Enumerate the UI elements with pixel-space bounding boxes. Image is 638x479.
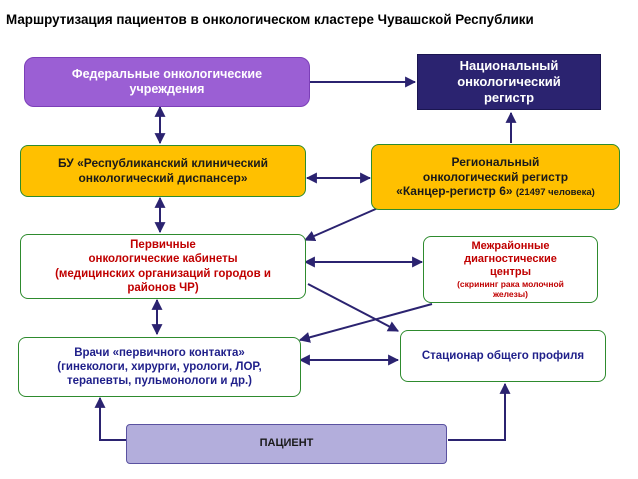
node-regional-line: онкологический регистр bbox=[422, 169, 569, 184]
node-national-line: Национальный bbox=[459, 58, 559, 74]
node-primary-line: Первичные bbox=[130, 239, 196, 252]
node-doctors-line: (гинекологи, хирурги, урологи, ЛОР, bbox=[57, 360, 262, 373]
node-interdistrict-note: железы) bbox=[493, 288, 528, 299]
diagram-title: Маршрутизация пациентов в онкологическом… bbox=[6, 12, 534, 27]
node-primary-line: районов ЧР) bbox=[127, 281, 199, 294]
node-national: Национальный онкологический регистр bbox=[417, 54, 601, 110]
node-primary: Первичные онкологические кабинеты (медиц… bbox=[20, 234, 306, 299]
node-regional-note: (21497 человека) bbox=[515, 187, 595, 199]
node-bu-line: онкологический диспансер» bbox=[78, 171, 248, 185]
node-federal-line: Федеральные онкологические bbox=[71, 66, 263, 81]
arrow-interdistrict-doctors bbox=[298, 303, 433, 343]
node-interdistrict-note: (скрининг рака молочной bbox=[457, 278, 564, 289]
node-national-line: регистр bbox=[483, 89, 535, 105]
node-primary-line: онкологические кабинеты bbox=[88, 253, 238, 266]
node-bu-line: БУ «Республиканский клинический bbox=[57, 156, 269, 171]
node-federal: Федеральные онкологические учреждения bbox=[24, 57, 310, 107]
node-hospital-label: Стационар общего профиля bbox=[421, 349, 585, 362]
arrow-primary-hospital bbox=[307, 283, 399, 332]
node-federal-line: учреждения bbox=[129, 82, 205, 96]
arrow-patient-hospital bbox=[448, 382, 511, 441]
node-regional: Региональный онкологический регистр «Кан… bbox=[371, 144, 620, 210]
node-primary-line: (медицинских организаций городов и bbox=[55, 267, 271, 280]
arrow-patient-doctors bbox=[94, 396, 126, 441]
node-regional-line: «Канцер-регистр 6» (21497 человека) bbox=[396, 184, 595, 199]
node-doctors-line: терапевты, пульмонологи и др.) bbox=[66, 375, 253, 387]
node-bu: БУ «Республиканский клинический онкологи… bbox=[20, 145, 306, 197]
node-regional-line: Региональный bbox=[451, 155, 540, 170]
node-interdistrict-line: диагностические bbox=[464, 253, 557, 265]
arrow-regional-primary bbox=[303, 207, 379, 242]
node-patient-label: ПАЦИЕНТ bbox=[259, 437, 314, 450]
node-national-line: онкологический bbox=[457, 74, 561, 90]
node-regional-main: «Канцер-регистр 6» bbox=[396, 184, 513, 199]
node-interdistrict-line: центры bbox=[489, 265, 532, 278]
node-doctors-line: Врачи «первичного контакта» bbox=[74, 346, 245, 359]
node-hospital: Стационар общего профиля bbox=[400, 330, 606, 382]
node-doctors: Врачи «первичного контакта» (гинекологи,… bbox=[18, 337, 301, 397]
node-patient: ПАЦИЕНТ bbox=[126, 424, 447, 464]
node-interdistrict: Межрайонные диагностические центры (скри… bbox=[423, 236, 598, 303]
node-interdistrict-line: Межрайонные bbox=[471, 240, 550, 253]
